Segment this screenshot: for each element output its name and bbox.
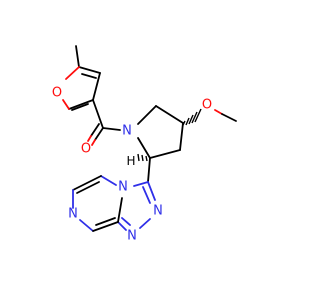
bond-c4-c3	[179, 122, 184, 151]
atom-n-bridge: N	[118, 180, 128, 195]
bond-furan-c5-c4	[78, 66, 101, 74]
bond-triazole-n2-n1	[139, 218, 151, 229]
molecule-structure-canvas: O O O N H N N N N	[51, 45, 237, 244]
bond-carbonyl-n	[102, 127, 121, 131]
stereo-hash-methoxy	[182, 108, 202, 126]
atom-n-triazole-1: N	[127, 229, 137, 244]
bond-triazole-c3-n2-a	[147, 181, 156, 201]
bond-triazole-n1-c8a-b	[121, 217, 131, 226]
bond-pyrazine-n7-c8	[79, 219, 94, 232]
bond-methoxy-o-ch3	[214, 109, 223, 115]
bond-carbonyl-co-1	[94, 127, 104, 141]
bond-ch2-c4	[155, 105, 184, 124]
bond-triazole-n1-c8a-a	[117, 221, 127, 231]
bond-triazole-c8a-n4	[117, 197, 123, 223]
atom-h-stereo: H	[126, 154, 135, 168]
atom-n-pyrazine: N	[68, 207, 78, 222]
bond-pyrazine-c5-c6	[72, 175, 102, 191]
atom-o-carbonyl: O	[81, 142, 91, 157]
stereo-hash-h	[137, 153, 148, 162]
atom-o-furan: O	[52, 86, 62, 101]
bond-pyrazine-c8-c8a	[92, 221, 119, 232]
atom-o-methoxy: O	[202, 98, 212, 113]
bond-furan-c5-c4-inner	[81, 73, 97, 79]
bond-c2-n	[137, 137, 151, 159]
bond-pyrazine-n4-c5	[100, 175, 117, 186]
bond-furan-c3-c2	[68, 99, 94, 110]
atom-n-triazole-2: N	[153, 204, 163, 219]
bond-triazole-c3-n4	[133, 181, 149, 187]
atom-n-pyrrolidine: N	[122, 124, 132, 139]
bond-methyl-furan	[75, 45, 80, 68]
bond-triazole-c3-n2-b	[142, 186, 151, 204]
bond-furan-c2-o	[62, 99, 70, 110]
bond-furan-c3-c2-inner	[71, 103, 89, 111]
bond-furan-carbonyl	[92, 99, 104, 129]
molecule-drawing: O O O N H N N N N	[52, 45, 237, 244]
bond-furan-c4-c3	[92, 72, 101, 101]
bond-carbonyl-co-1-o	[91, 139, 96, 146]
bond-c3-c2	[149, 149, 181, 159]
bond-c2-triazole	[147, 157, 151, 183]
bond-n-ch2	[137, 105, 157, 125]
bond-furan-o-c5	[65, 66, 80, 80]
bond-pyrazine-c8-c8a-inner	[95, 217, 116, 226]
bond-pyrazine-c5-c6-inner	[76, 181, 100, 194]
bond-methoxy-ch3	[221, 113, 237, 122]
bond-carbonyl-co-2	[90, 123, 100, 137]
bond-carbonyl-co-2-o	[87, 135, 92, 142]
